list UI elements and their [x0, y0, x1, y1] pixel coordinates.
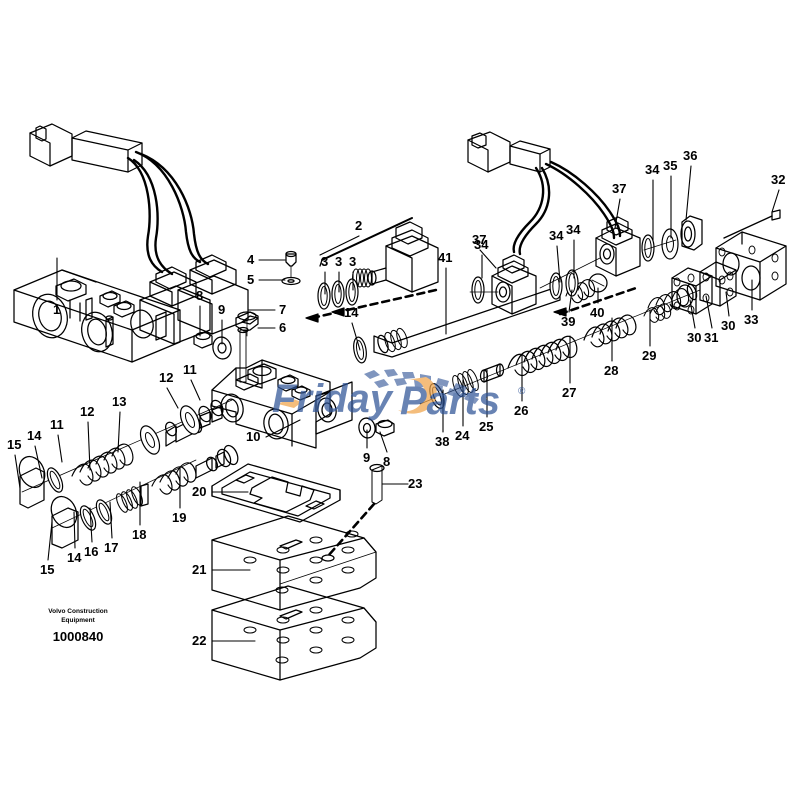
callout-14b: 14 — [27, 428, 42, 443]
callout-28: 28 — [604, 363, 619, 378]
part-gasket — [211, 463, 341, 523]
callout-36: 36 — [683, 148, 698, 163]
callout-27: 27 — [562, 385, 577, 400]
callout-9a: 9 — [218, 302, 226, 317]
part-flange-plates — [671, 209, 787, 315]
callout-18: 18 — [132, 527, 147, 542]
callout-30b: 30 — [721, 318, 736, 333]
callout-14c: 14 — [67, 550, 82, 565]
part-long-shaft — [351, 285, 561, 365]
part-mounting-plate-upper — [211, 515, 377, 611]
callout-25: 25 — [479, 419, 494, 434]
callout-34a: 34 — [645, 162, 660, 177]
callout-32: 32 — [771, 172, 786, 187]
callout-3b: 3 — [335, 254, 343, 269]
part-orings-washer-bushing — [641, 215, 703, 262]
callout-9b: 9 — [363, 450, 371, 465]
callout-5: 5 — [247, 272, 255, 287]
callout-15b: 15 — [40, 562, 55, 577]
callout-4: 4 — [247, 252, 255, 267]
callout-37a: 37 — [612, 181, 627, 196]
callout-20: 20 — [192, 484, 207, 499]
part-valve-block-assembly — [13, 123, 249, 363]
callout-23: 23 — [408, 476, 423, 491]
callout-35: 35 — [663, 158, 678, 173]
diagram-caption: Volvo Construction Equipment 1000840 — [18, 608, 138, 644]
callout-8b: 8 — [383, 454, 391, 469]
brand-line-2: Equipment — [61, 616, 95, 624]
callout-2: 2 — [355, 218, 363, 233]
part-number: 1000840 — [52, 628, 104, 644]
brand-line-1: Volvo Construction — [48, 608, 108, 615]
callout-3a: 3 — [321, 254, 329, 269]
callout-15a: 15 — [7, 437, 22, 452]
callout-14a: 14 — [344, 305, 359, 320]
part-mounting-bolt — [321, 463, 385, 562]
callout-1: 1 — [53, 302, 61, 317]
callout-10: 10 — [246, 429, 261, 444]
callout-12b: 12 — [80, 404, 95, 419]
part-mounting-plate-lower — [211, 585, 377, 681]
callout-11a: 11 — [183, 362, 197, 377]
callout-41: 41 — [438, 250, 453, 265]
callout-39: 39 — [561, 314, 576, 329]
callout-24: 24 — [455, 428, 470, 443]
callout-26: 26 — [514, 403, 529, 418]
callout-34c: 34 — [566, 222, 581, 237]
callout-34b: 34 — [549, 228, 564, 243]
callout-40: 40 — [590, 305, 605, 320]
callout-38: 38 — [435, 434, 450, 449]
callout-13: 13 — [112, 394, 127, 409]
callout-31: 31 — [704, 330, 719, 345]
callout-16: 16 — [84, 544, 99, 559]
callout-6: 6 — [279, 320, 287, 335]
callout-7: 7 — [279, 302, 287, 317]
part-spool-spring-assembly-lower — [50, 444, 239, 549]
callout-3c: 3 — [349, 254, 357, 269]
callout-11b: 11 — [50, 417, 64, 432]
callout-22: 22 — [192, 633, 207, 648]
part-main-valve-body — [193, 288, 438, 449]
callout-19: 19 — [172, 510, 187, 525]
callout-21: 21 — [192, 562, 207, 577]
callout-17: 17 — [104, 540, 119, 555]
callout-33: 33 — [744, 312, 759, 327]
callout-12a: 12 — [159, 370, 174, 385]
callout-29: 29 — [642, 348, 657, 363]
callout-30a: 30 — [687, 330, 702, 345]
callout-8a: 8 — [196, 288, 204, 303]
part-cartridge-solenoid-valve — [281, 217, 439, 310]
callout-37b: 37 — [472, 232, 487, 247]
callout-34d: 34 — [474, 237, 489, 252]
part-spring-stack — [419, 283, 701, 411]
